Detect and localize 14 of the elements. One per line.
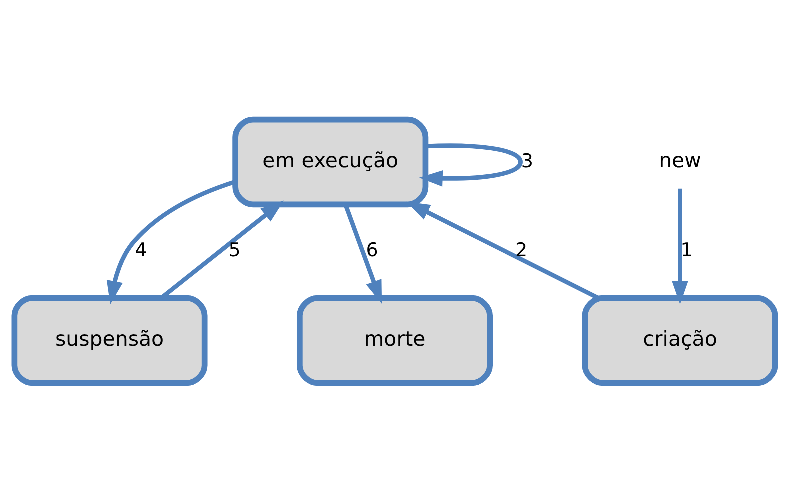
- edge-label: 6: [366, 238, 378, 261]
- node-box: em execução: [232, 116, 429, 208]
- edge-label: 2: [515, 238, 528, 261]
- node-box: morte: [297, 294, 493, 386]
- edge-label: 5: [228, 238, 241, 261]
- arrow: [672, 188, 688, 304]
- node-box: suspensão: [12, 294, 208, 386]
- node-box: criação: [582, 294, 778, 386]
- arrow: [406, 201, 600, 300]
- arrow: [419, 143, 523, 186]
- edge-label: 1: [680, 238, 693, 261]
- edge-label: 3: [521, 150, 534, 172]
- node-text: new: [659, 148, 702, 172]
- edge-label: 4: [135, 238, 148, 261]
